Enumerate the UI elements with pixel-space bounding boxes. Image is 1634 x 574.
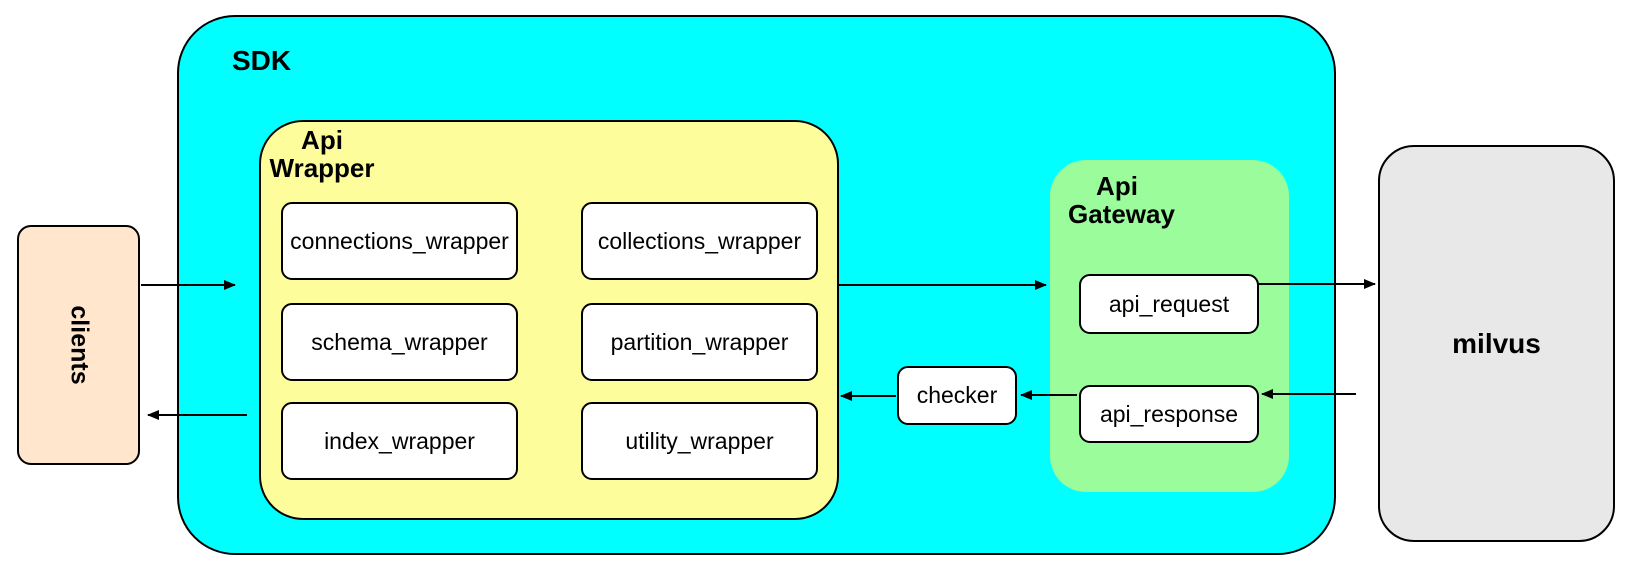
clients-label: clients [65,305,93,385]
api-gateway-label-line2: Gateway [1068,199,1175,229]
api-wrapper-label-line1: Api [301,125,343,155]
api-wrapper-label: Api Wrapper [269,126,375,182]
api-gateway-label-line1: Api [1096,171,1138,201]
node-api-request: api_request [1079,274,1259,334]
node-schema-wrapper: schema_wrapper [281,303,518,381]
sdk-label: SDK [232,45,292,76]
clients-node: clients [17,225,140,465]
node-utility-wrapper: utility_wrapper [581,402,818,480]
node-collections-wrapper: collections_wrapper [581,202,818,280]
milvus-label: milvus [1452,327,1541,359]
node-api-response: api_response [1079,385,1259,443]
api-wrapper-label-line2: Wrapper [269,153,375,183]
node-connections-wrapper: connections_wrapper [281,202,518,280]
node-checker: checker [897,366,1017,425]
api-wrapper-container: Api Wrapper connections_wrapper collecti… [259,120,839,520]
api-gateway-label: Api Gateway [1068,171,1175,229]
node-partition-wrapper: partition_wrapper [581,303,818,381]
sdk-container: SDK Api Wrapper connections_wrapper coll… [177,15,1336,555]
node-index-wrapper: index_wrapper [281,402,518,480]
milvus-node: milvus [1378,145,1615,542]
api-gateway-container: Api Gateway api_request api_response [1050,160,1289,492]
